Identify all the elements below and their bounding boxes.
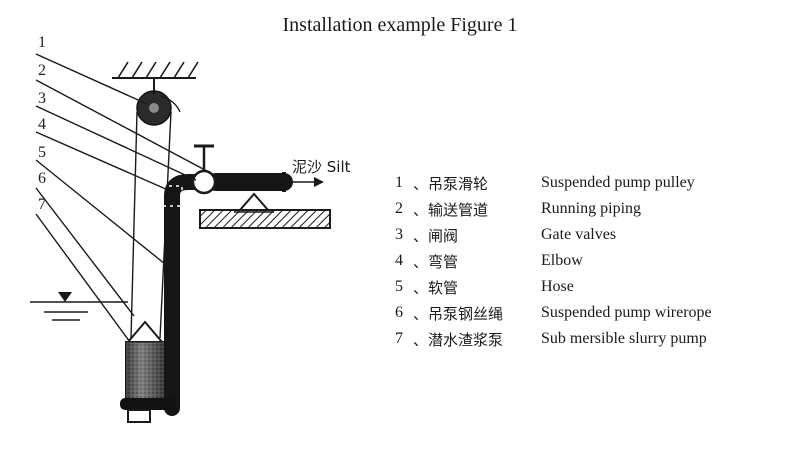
callout-1: 1 <box>38 34 46 51</box>
callout-5: 5 <box>38 144 46 161</box>
legend-number: 4 <box>395 252 403 269</box>
legend-table: 1 、吊泵滑轮 Suspended pump pulley 2 、输送管道 Ru… <box>395 170 712 352</box>
ceiling-support <box>112 61 199 90</box>
silt-label: 泥沙 Silt <box>292 158 351 176</box>
submersible-slurry-pump <box>120 320 176 423</box>
callout-2: 2 <box>38 62 46 79</box>
figure-title: Installation example Figure 1 <box>282 14 518 36</box>
legend-english: Sub mersible slurry pump <box>541 330 707 347</box>
legend-chinese: 、吊泵滑轮 <box>413 174 489 193</box>
legend-chinese: 、输送管道 <box>413 200 489 219</box>
legend-item: 1 、吊泵滑轮 Suspended pump pulley <box>395 170 712 196</box>
legend-item: 4 、弯管 Elbow <box>395 248 712 274</box>
legend-number: 1 <box>395 174 403 191</box>
legend-number: 5 <box>395 278 403 295</box>
pump-pulley <box>136 90 172 126</box>
legend-chinese: 、闸阀 <box>413 226 459 245</box>
callout-7: 7 <box>38 196 46 213</box>
legend-chinese: 、弯管 <box>413 252 459 271</box>
legend-item: 5 、软管 Hose <box>395 274 712 300</box>
gate-valve <box>191 144 217 195</box>
legend-item: 6 、吊泵钢丝绳 Suspended pump wirerope <box>395 300 712 326</box>
silt-flow-arrow <box>292 177 324 187</box>
legend-item: 2 、输送管道 Running piping <box>395 196 712 222</box>
legend-number: 7 <box>395 330 403 347</box>
legend-number: 2 <box>395 200 403 217</box>
elbow <box>161 185 183 207</box>
callout-4: 4 <box>38 116 46 133</box>
legend-english: Suspended pump pulley <box>541 174 695 191</box>
callout-3: 3 <box>38 90 46 107</box>
legend-chinese: 、软管 <box>413 278 459 297</box>
legend-item: 3 、闸阀 Gate valves <box>395 222 712 248</box>
legend-item: 7 、潜水渣浆泵 Sub mersible slurry pump <box>395 326 712 352</box>
leader-lines <box>35 53 221 343</box>
legend-chinese: 、吊泵钢丝绳 <box>413 304 504 323</box>
legend-english: Running piping <box>541 200 642 217</box>
legend-number: 3 <box>395 226 403 243</box>
legend-english: Hose <box>541 278 574 295</box>
legend-english: Gate valves <box>541 226 617 243</box>
running-piping <box>164 172 293 416</box>
legend-chinese: 、潜水渣浆泵 <box>413 330 504 349</box>
legend-english: Suspended pump wirerope <box>541 304 712 321</box>
legend-english: Elbow <box>541 252 583 269</box>
callout-6: 6 <box>38 170 46 187</box>
water-level <box>30 292 128 321</box>
ground-slab <box>199 192 331 229</box>
legend-number: 6 <box>395 304 403 321</box>
